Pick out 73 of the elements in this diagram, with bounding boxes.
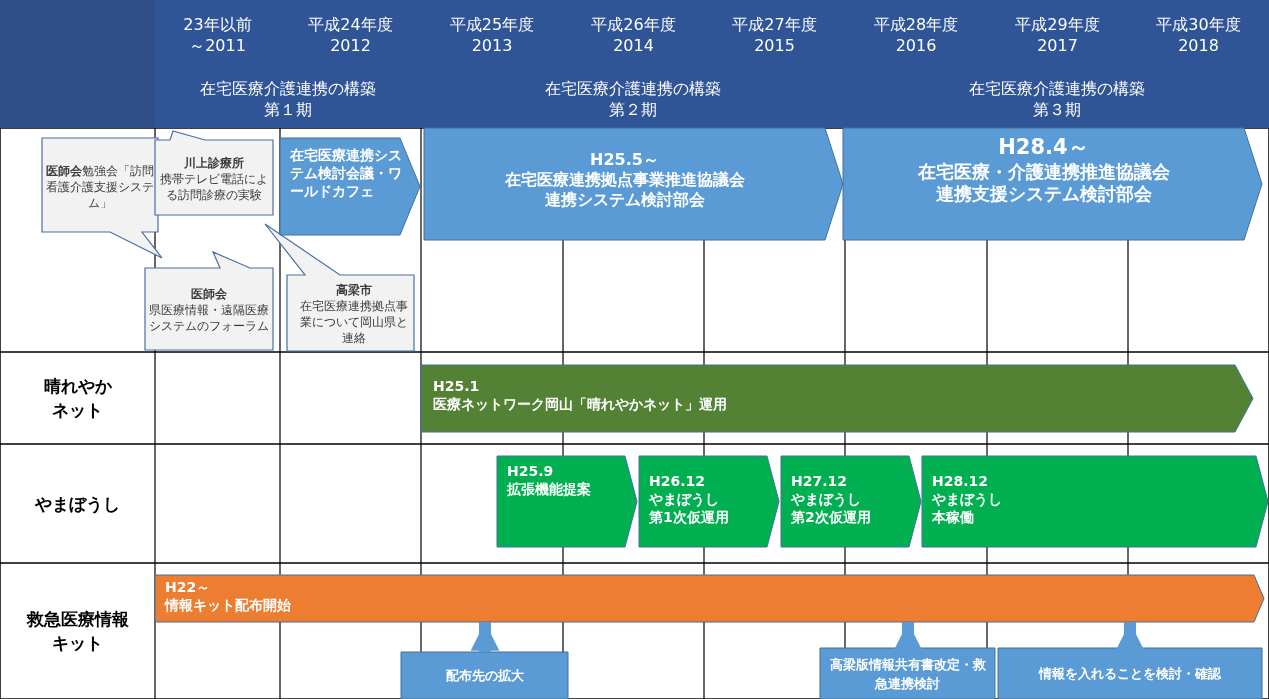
timeline-bar: [424, 128, 843, 240]
bar-label: 第2次仮運用: [791, 508, 872, 526]
timeline-bar: [639, 456, 779, 547]
timeline-bar: [421, 365, 1253, 432]
timeline-bar: [280, 138, 420, 235]
date-label: H27.12: [791, 472, 848, 490]
note-box: [820, 648, 995, 699]
speech-bubble: [145, 252, 274, 351]
year-label: 平成30年度: [1156, 14, 1241, 35]
callout-text: 医師会勉強会「訪問看護介護支援システム」: [45, 163, 155, 211]
note-box: [998, 648, 1262, 699]
callout-text: 携帯テレビ電話による訪問診療の実験: [159, 171, 269, 203]
year-label: 2017: [1037, 35, 1078, 56]
bar-label: 在宅医療・介護連携推進協議会: [916, 161, 1171, 183]
timeline-bar: [843, 128, 1262, 240]
year-label: 平成28年度: [873, 14, 959, 35]
row-header: 救急医療情報キット: [25, 608, 130, 655]
bar-label: 第1次仮運用: [649, 508, 730, 526]
period-label: 第１期: [264, 99, 312, 120]
callout-heading: 医師会: [190, 286, 228, 302]
date-label: H25.1: [433, 377, 481, 395]
year-label: 平成26年度: [591, 14, 676, 35]
note-text: 配布先の拡大: [444, 667, 525, 685]
period-label: 在宅医療介護連携の構築: [200, 78, 376, 99]
bar-label: 拡張機能提案: [507, 480, 592, 498]
year-label: 2018: [1178, 35, 1219, 56]
bar-label: 連携システム検討部会: [543, 190, 706, 210]
date-label: H28.12: [932, 472, 989, 490]
bar-label: 在宅医療連携システム検討会議・ワールドカフェ: [290, 146, 402, 200]
bar-label: やまぼうし: [932, 490, 1003, 508]
year-label: 平成24年度: [308, 14, 393, 35]
timeline-bar: [781, 456, 921, 547]
period-label: 在宅医療介護連携の構築: [545, 78, 721, 99]
date-label: H28.4～: [997, 134, 1090, 161]
callout-text: 在宅医療連携拠点事業について岡山県と連絡: [299, 298, 409, 346]
year-label: 2012: [330, 35, 371, 56]
date-label: H22～: [165, 578, 212, 596]
timeline-bar: [497, 456, 637, 547]
bar-label: やまぼうし: [791, 490, 862, 508]
period-label: 第２期: [609, 99, 657, 120]
year-label: 平成25年度: [449, 14, 535, 35]
year-label: 2015: [754, 35, 795, 56]
note-box: [401, 652, 568, 699]
bar-label: やまぼうし: [649, 490, 720, 508]
row-header: やまぼうし: [34, 492, 121, 516]
year-label: 23年以前: [183, 14, 252, 35]
year-label: ～2011: [189, 35, 246, 56]
year-label: 2013: [471, 35, 513, 56]
speech-bubble: [155, 131, 274, 216]
year-label: 2016: [895, 35, 937, 56]
timeline-bar: [155, 575, 1264, 622]
period-label: 在宅医療介護連携の構築: [969, 78, 1145, 99]
row-header: 晴れやかネット: [42, 375, 113, 422]
block-arrow: [1115, 622, 1145, 651]
note-text: 高梁版情報共有書改定・救急連携検討: [828, 655, 987, 693]
year-label: 2014: [613, 35, 654, 56]
bar-label: 在宅医療連携拠点事業推進協議会: [503, 170, 746, 190]
year-label: 平成27年度: [732, 14, 817, 35]
note-text: 情報を入れることを検討・確認: [1037, 665, 1222, 683]
bar-label: 本稼働: [932, 508, 975, 526]
date-label: H25.9: [507, 462, 555, 480]
bar-label: 医療ネットワーク岡山「晴れやかネット」運用: [433, 395, 728, 413]
bar-label: 情報キット配布開始: [165, 596, 292, 614]
block-arrow: [470, 622, 500, 652]
date-label: H26.12: [649, 472, 706, 490]
block-arrow: [893, 622, 923, 651]
date-label: H25.5～: [589, 150, 660, 170]
callout-heading: 高梁市: [335, 282, 373, 298]
period-label: 第３期: [1033, 99, 1081, 120]
callout-text: 県医療情報・遠隔医療システムのフォーラム: [149, 302, 269, 334]
callout-heading: 川上診療所: [183, 155, 245, 171]
bar-label: 連携支援システム検討部会: [934, 183, 1153, 205]
year-label: 平成29年度: [1015, 14, 1100, 35]
